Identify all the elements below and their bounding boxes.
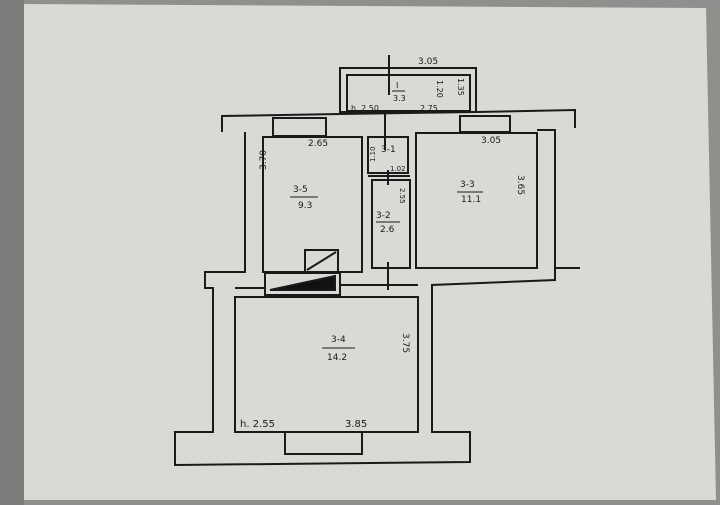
room-3-4-height: h. 2.55 — [240, 419, 275, 430]
room-3-4-id: 3-4 — [331, 335, 346, 345]
room-3-3 — [415, 132, 538, 269]
room-3-2-area: 2.6 — [380, 225, 395, 235]
room-3-2-dim-side: 2.55 — [398, 188, 406, 204]
radiator-fill — [269, 274, 336, 291]
room-3-3-area: 11.1 — [461, 195, 481, 205]
room-3-5-id: 3-5 — [293, 185, 308, 195]
room-3-5-area: 9.3 — [298, 201, 312, 211]
room-3-3-dim-side: 3.65 — [515, 175, 525, 195]
room-3-5-dim-top: 2.65 — [308, 139, 328, 149]
top-outer-wall — [221, 108, 576, 132]
balcony-width-top: 3.05 — [418, 57, 438, 67]
room-3-2 — [371, 179, 411, 269]
room-3-4-dim-side: 3.75 — [400, 333, 410, 353]
paper-sheet — [18, 4, 716, 500]
walls — [174, 55, 580, 467]
room-3-2-id: 3-2 — [376, 211, 391, 221]
balcony-label: I — [396, 81, 398, 90]
room-3-1-dim-side: 1.10 — [369, 146, 377, 162]
window-3-5 — [272, 117, 327, 137]
room-3-3-id: 3-3 — [460, 180, 475, 190]
room-3-4 — [234, 296, 419, 433]
room-3-5-dim-side: 3.70 — [259, 150, 269, 170]
balcony-height: h. 2.50 — [351, 104, 379, 113]
room-3-3-dim-top: 3.05 — [481, 136, 501, 146]
room-3-1-id: 3-1 — [381, 145, 396, 155]
balcony-inner — [346, 74, 471, 112]
balcony-width-bottom: 2.75 — [420, 104, 438, 113]
room-3-4-dim-bottom: 3.85 — [345, 419, 367, 430]
balcony-area: 3.3 — [393, 94, 406, 103]
room-3-1-dim-bottom: 1.02 — [390, 165, 406, 173]
paper-shadow-left — [0, 0, 24, 505]
balcony-depth-outer: 1.35 — [456, 78, 465, 96]
room-3-4-area: 14.2 — [327, 353, 347, 363]
balcony-depth: 1.20 — [435, 80, 444, 98]
